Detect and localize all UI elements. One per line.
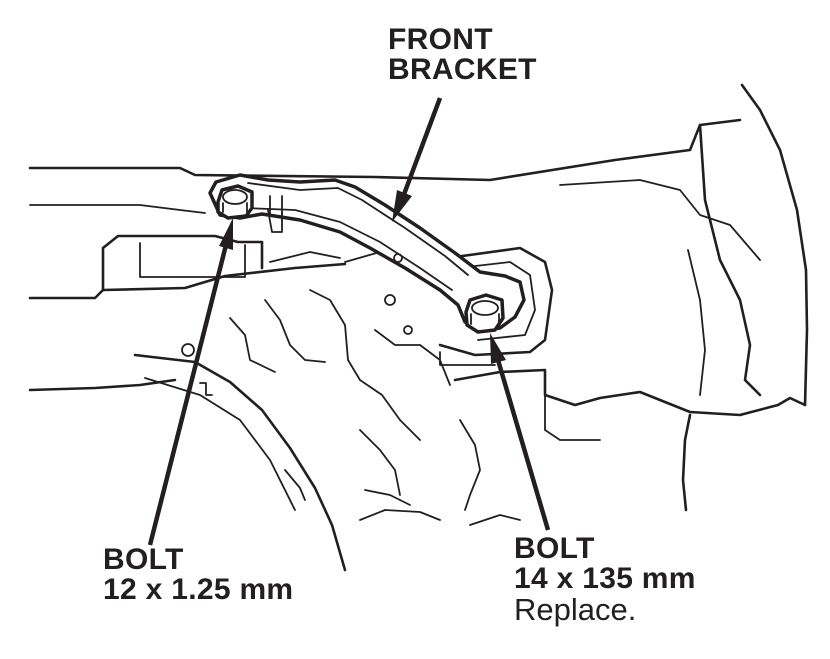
right-bolt-leader	[490, 333, 551, 531]
left-bolt-leader	[147, 218, 233, 546]
left-rail-bottom	[28, 378, 177, 392]
fender-arc	[740, 83, 809, 407]
casting-contour-f	[359, 429, 401, 496]
upper-panel-inner-line	[29, 204, 206, 214]
fender-lip	[776, 396, 807, 407]
front-bracket-tab	[267, 209, 283, 233]
casting-hole-2	[384, 294, 396, 306]
left-lower-contour	[133, 353, 347, 572]
right-bolt-name: BOLT	[514, 532, 595, 565]
front-bracket-lightening-hole	[393, 253, 403, 263]
left-mount-detail	[269, 251, 341, 263]
left-bolt-size: 12 x 1.25 mm	[103, 573, 294, 606]
right-bolt-label: BOLT 14 x 135 mm Replace.	[514, 532, 696, 627]
left-bolt-name: BOLT	[103, 543, 184, 576]
front-bracket-label-line1: FRONT	[388, 23, 493, 56]
bottom-detail-left	[359, 509, 441, 521]
right-mount-pad-inner	[457, 261, 536, 341]
upper-panel-outline	[28, 118, 742, 182]
casting-contour-d	[229, 317, 276, 373]
right-bolt-note: Replace.	[514, 592, 637, 627]
lower-right-flange	[544, 394, 601, 441]
left-mount-inner	[139, 242, 246, 278]
casting-contour-a	[309, 289, 421, 441]
front-bracket-label: FRONT BRACKET	[388, 25, 537, 85]
casting-contour-c	[264, 299, 326, 363]
casting-contour-h	[364, 489, 411, 506]
front-bracket-leader	[392, 97, 443, 222]
lower-right-post	[681, 413, 692, 512]
lower-right-housing-inner	[459, 419, 481, 511]
left-bolt-head	[216, 184, 254, 220]
front-bracket-label-line2: BRACKET	[388, 53, 537, 86]
lower-right-housing	[453, 368, 780, 417]
right-bolt-head	[464, 293, 505, 334]
left-lower-inner	[144, 377, 296, 511]
right-mount-pad	[438, 246, 554, 357]
right-inner-curve	[687, 249, 706, 396]
left-step-detail	[199, 382, 213, 396]
upper-right-panel-line	[559, 179, 761, 261]
right-vertical-edge	[698, 123, 762, 397]
right-bolt-size: 14 x 135 mm	[514, 562, 696, 595]
front-bracket-part	[208, 173, 526, 332]
front-bracket-stud	[269, 195, 283, 215]
left-bolt-label: BOLT 12 x 1.25 mm	[103, 545, 293, 605]
casting-contour-e	[374, 329, 451, 386]
casting-hole-1	[181, 343, 195, 357]
casting-contour-g	[284, 469, 306, 501]
bottom-detail-right	[469, 514, 521, 526]
right-pad-tab	[439, 351, 496, 366]
front-bracket-rib	[247, 182, 469, 276]
left-rail-top	[28, 262, 347, 300]
front-bracket-body	[208, 173, 526, 332]
left-mount-block	[101, 234, 264, 292]
casting-hole-3	[403, 325, 413, 335]
front-bracket-rib-lower	[244, 207, 453, 291]
